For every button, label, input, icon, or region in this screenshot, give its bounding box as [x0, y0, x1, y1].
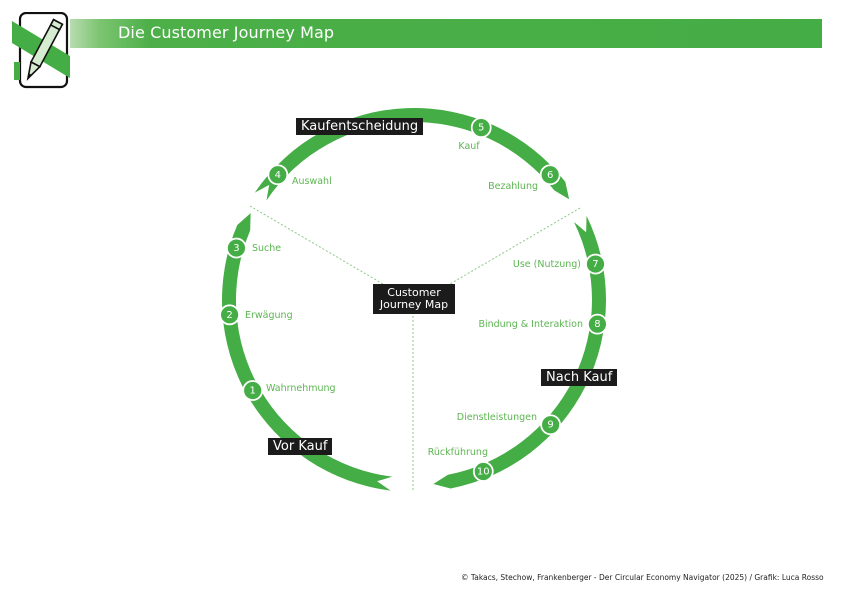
pencil-notepad-icon	[12, 12, 70, 89]
step-badge-circle	[539, 164, 561, 186]
phase-label-vor-kauf: Vor Kauf	[268, 438, 333, 455]
center-label-line1: Customer	[387, 286, 441, 299]
step-label-6: Bezahlung	[488, 181, 538, 192]
step-number: 1	[249, 386, 255, 397]
phase-label-nach-kauf: Nach Kauf	[541, 369, 618, 386]
footer-credit: © Takacs, Stechow, Frankenberger - Der C…	[461, 573, 824, 582]
step-badge-4: 4	[267, 164, 289, 186]
step-badge-circle	[540, 414, 562, 436]
center-label: Customer Journey Map	[373, 284, 455, 314]
step-label-3: Suche	[252, 243, 281, 254]
step-label-9: Dienstleistungen	[457, 412, 537, 423]
phase-label-kaufentscheidung: Kaufentscheidung	[296, 118, 424, 135]
step-badge-5: 5	[470, 117, 492, 139]
page-title: Die Customer Journey Map	[118, 23, 335, 42]
step-label-10: Rückführung	[428, 447, 488, 458]
step-number: 5	[478, 123, 484, 134]
step-badge-3: 3	[226, 237, 247, 259]
step-badge-circle	[472, 461, 494, 482]
step-label-7: Use (Nutzung)	[513, 259, 581, 270]
step-label-5: Kauf	[458, 141, 480, 152]
title-bar	[70, 19, 822, 48]
step-badge-1: 1	[242, 380, 264, 401]
step-badge-7: 7	[585, 253, 606, 275]
step-badge-8: 8	[587, 313, 608, 335]
step-badge-6: 6	[539, 164, 561, 186]
step-badge-9: 9	[540, 414, 562, 436]
step-label-8: Bindung & Interaktion	[478, 319, 583, 330]
step-number: 10	[477, 467, 490, 478]
step-number: 6	[547, 170, 553, 181]
step-badge-circle	[226, 237, 247, 259]
step-badge-2: 2	[219, 304, 240, 326]
step-number: 8	[594, 319, 600, 330]
step-number: 2	[226, 310, 232, 321]
step-number: 3	[233, 243, 239, 254]
step-badge-circle	[470, 117, 492, 139]
step-label-2: Erwägung	[245, 310, 293, 321]
step-label-4: Auswahl	[292, 176, 332, 187]
divider-line-right	[449, 207, 581, 285]
step-number: 9	[547, 420, 553, 431]
step-badge-circle	[242, 380, 264, 401]
divider-line-left	[249, 205, 384, 285]
step-number: 7	[592, 259, 598, 270]
step-badge-circle	[267, 164, 289, 186]
step-badge-10: 10	[472, 461, 494, 482]
center-label-line2: Journey Map	[379, 298, 449, 311]
step-badge-circle	[585, 253, 606, 275]
arc-segment-nach-kauf	[433, 215, 607, 489]
step-badge-circle	[587, 313, 608, 335]
step-number: 4	[275, 170, 281, 181]
step-label-1: Wahrnehmung	[266, 383, 336, 394]
step-badge-circle	[219, 304, 240, 326]
